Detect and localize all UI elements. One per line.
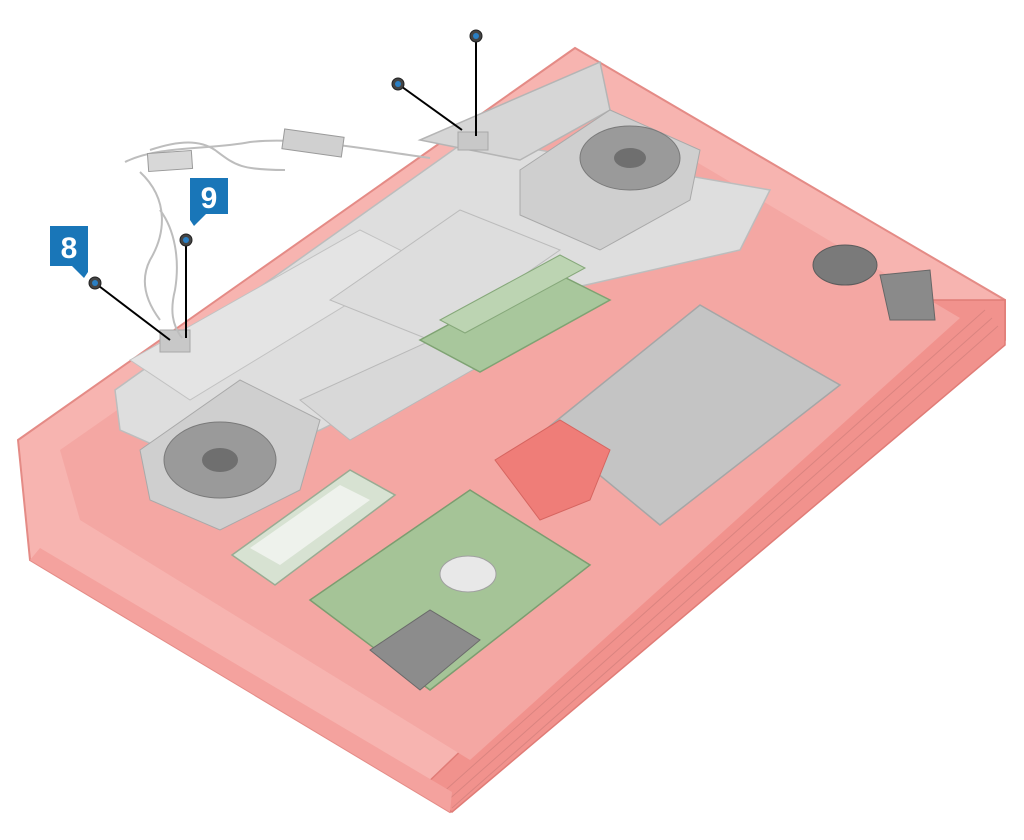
memory-module-icon [418, 254, 612, 373]
cable-connector [281, 128, 345, 158]
hard-drive-icon [308, 489, 592, 691]
drive-bracket [494, 419, 611, 521]
fan-icon [139, 109, 701, 531]
speaker-icon [812, 244, 936, 321]
screw-leader-line [94, 282, 171, 341]
battery [543, 304, 842, 526]
ssd-icon [230, 469, 397, 586]
screw-icon [88, 276, 102, 290]
cable-icon [124, 139, 431, 339]
screw-icon [391, 77, 405, 91]
screw-leader-line [397, 83, 463, 131]
laptop-base-shell [16, 46, 1006, 814]
cable-connector [146, 149, 194, 173]
screw-icon [469, 29, 483, 43]
speaker-grille [439, 309, 999, 809]
screw-icon [179, 233, 193, 247]
callout-9-label: 9 [201, 182, 218, 215]
callout-8: 8 [50, 226, 88, 278]
callout-9: 9 [190, 178, 228, 226]
callout-8-label: 8 [61, 232, 78, 265]
